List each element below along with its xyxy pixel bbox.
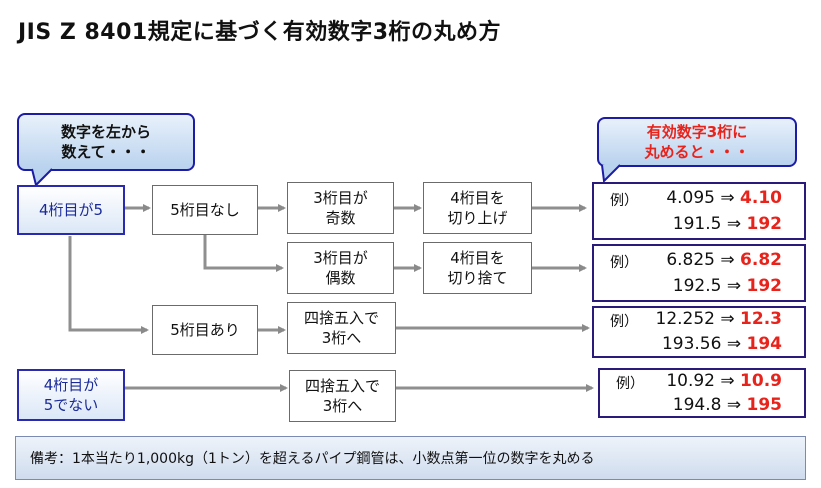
node-round-up: 4桁目を切り上げ [423,182,532,234]
result-box-round-up: 例） 4.095 ⇒ 4.10 191.5 ⇒ 192 [592,182,806,240]
result-box-round-half-a: 例） 12.252 ⇒ 12.3 193.56 ⇒ 194 [592,306,806,358]
node-3rd-digit-even: 3桁目が偶数 [287,242,394,294]
result-row: 例） 4.095 ⇒ 4.10 [610,188,782,209]
page-title: JIS Z 8401規定に基づく有効数字3桁の丸め方 [18,20,502,45]
node-3rd-digit-odd: 3桁目が奇数 [287,182,394,234]
arrow-d4-to-d5exists [68,236,149,334]
result-row: 例） 6.825 ⇒ 6.82 [610,250,782,271]
bubble-tail-right [601,164,621,183]
result-row: 193.56 ⇒ 194 [661,334,782,354]
result-box-round-down: 例） 6.825 ⇒ 6.82 192.5 ⇒ 192 [592,244,806,302]
node-5th-digit-exists: 5桁目あり [152,305,258,355]
result-row: 例） 10.92 ⇒ 10.9 [616,371,782,392]
result-row: 191.5 ⇒ 192 [672,214,782,234]
result-row: 192.5 ⇒ 192 [672,276,782,296]
bubble-round-result: 有効数字3桁に丸めると・・・ [597,117,797,167]
arrow-d5none-to-even [203,235,284,272]
node-round-down: 4桁目を切り捨て [423,242,532,294]
bubble-count-from-left: 数字を左から数えて・・・ [17,113,195,171]
result-row: 194.8 ⇒ 195 [672,395,782,415]
node-no-5th-digit: 5桁目なし [152,185,258,235]
footnote: 備考：1本当たり1,000kg（1トン）を超えるパイプ鋼管は、小数点第一位の数字… [15,436,806,480]
result-box-round-half-b: 例） 10.92 ⇒ 10.9 194.8 ⇒ 195 [598,368,806,418]
result-row: 例） 12.252 ⇒ 12.3 [610,309,782,330]
node-4th-digit-is-5: 4桁目が5 [17,185,125,235]
bubble-tail-left [31,168,53,187]
